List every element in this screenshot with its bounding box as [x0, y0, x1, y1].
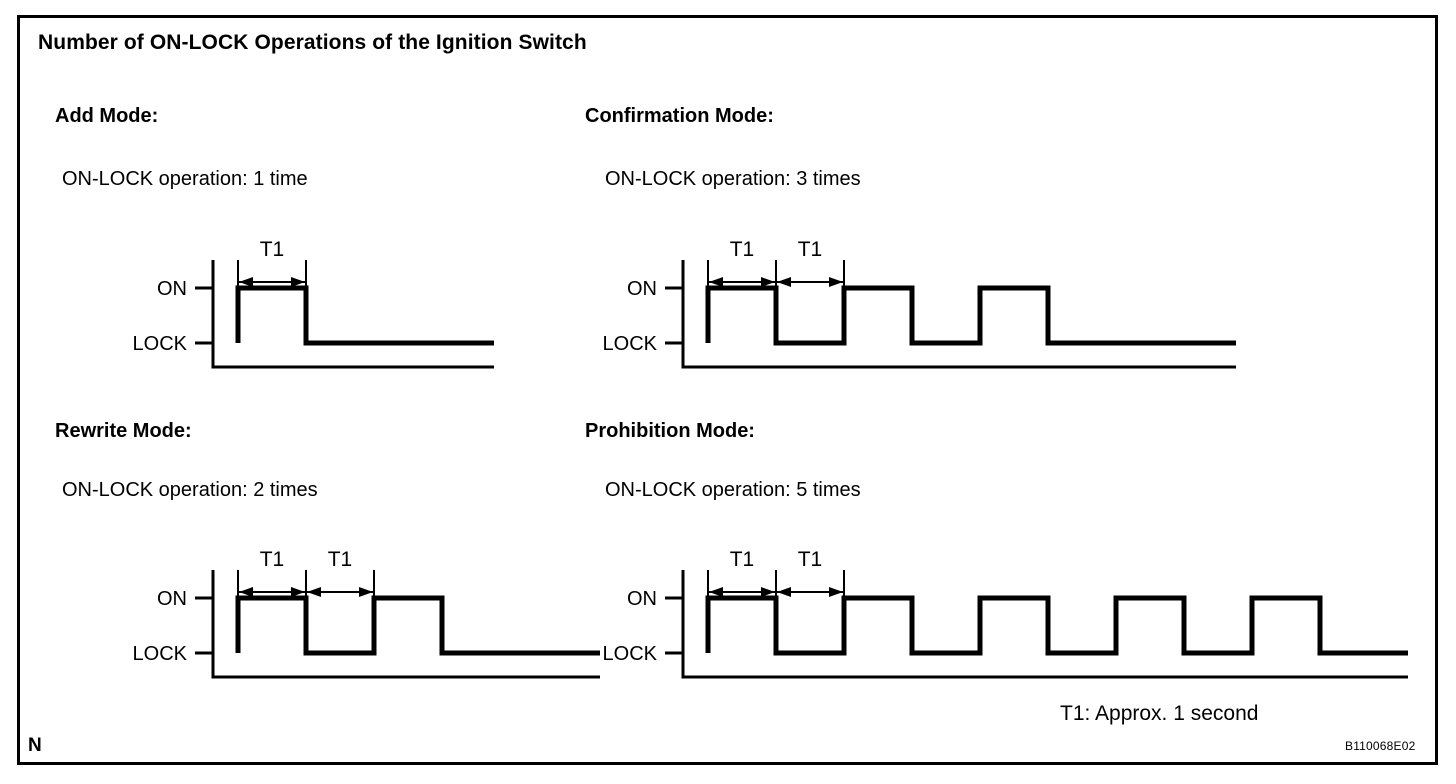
level-label-lock: LOCK — [133, 643, 188, 665]
arrow-head-right-icon — [829, 587, 843, 597]
arrow-head-right-icon — [291, 277, 305, 287]
waveform-confirmation-mode: ON LOCK T1 T1 — [600, 228, 1256, 379]
interval-label-t1: T1 — [730, 548, 755, 571]
interval-label-t1: T1 — [328, 548, 353, 571]
signal-trace — [235, 595, 600, 656]
arrow-head-right-icon — [291, 587, 305, 597]
page-title: Number of ON-LOCK Operations of the Igni… — [38, 31, 587, 54]
waveform-rewrite-mode: ON LOCK T1 T1 — [130, 538, 620, 689]
arrow-head-left-icon — [239, 277, 253, 287]
panel-operation-text-prohibition-mode: ON-LOCK operation: 5 times — [605, 479, 861, 501]
arrow-head-left-icon — [777, 277, 791, 287]
arrow-head-right-icon — [359, 587, 373, 597]
arrow-head-right-icon — [761, 277, 775, 287]
level-label-lock: LOCK — [603, 643, 658, 665]
signal-trace — [705, 285, 1236, 346]
chart-axis — [681, 260, 1236, 369]
level-label-on: ON — [157, 588, 187, 610]
interval-label-t1: T1 — [798, 548, 823, 571]
footnote-t1: T1: Approx. 1 second — [1060, 702, 1259, 725]
chart-axis — [681, 570, 1408, 679]
chart-axis — [211, 260, 494, 369]
level-label-on: ON — [627, 588, 657, 610]
panel-heading-confirmation-mode: Confirmation Mode: — [585, 105, 774, 127]
arrow-head-left-icon — [709, 587, 723, 597]
level-label-on: ON — [157, 278, 187, 300]
interval-label-t1: T1 — [260, 548, 285, 571]
panel-heading-prohibition-mode: Prohibition Mode: — [585, 420, 755, 442]
level-label-on: ON — [627, 278, 657, 300]
waveform-prohibition-mode: ON LOCK T1 T1 — [600, 538, 1428, 689]
panel-operation-text-confirmation-mode: ON-LOCK operation: 3 times — [605, 168, 861, 190]
panel-heading-rewrite-mode: Rewrite Mode: — [55, 420, 192, 442]
arrow-head-left-icon — [239, 587, 253, 597]
level-label-lock: LOCK — [603, 333, 658, 355]
interval-label-t1: T1 — [730, 238, 755, 261]
panel-operation-text-rewrite-mode: ON-LOCK operation: 2 times — [62, 479, 318, 501]
corner-marker: N — [28, 735, 42, 756]
panel-heading-add-mode: Add Mode: — [55, 105, 159, 127]
arrow-head-right-icon — [829, 277, 843, 287]
interval-label-t1: T1 — [260, 238, 285, 261]
reference-code: B110068E02 — [1345, 739, 1416, 753]
chart-axis — [211, 570, 600, 679]
arrow-head-left-icon — [709, 277, 723, 287]
figure-border — [17, 15, 1438, 765]
signal-trace — [235, 285, 494, 346]
signal-trace — [705, 595, 1408, 656]
waveform-add-mode: ON LOCK T1 — [130, 228, 514, 379]
interval-label-t1: T1 — [798, 238, 823, 261]
level-label-lock: LOCK — [133, 333, 188, 355]
arrow-head-left-icon — [307, 587, 321, 597]
arrow-head-left-icon — [777, 587, 791, 597]
arrow-head-right-icon — [761, 587, 775, 597]
panel-operation-text-add-mode: ON-LOCK operation: 1 time — [62, 168, 308, 190]
